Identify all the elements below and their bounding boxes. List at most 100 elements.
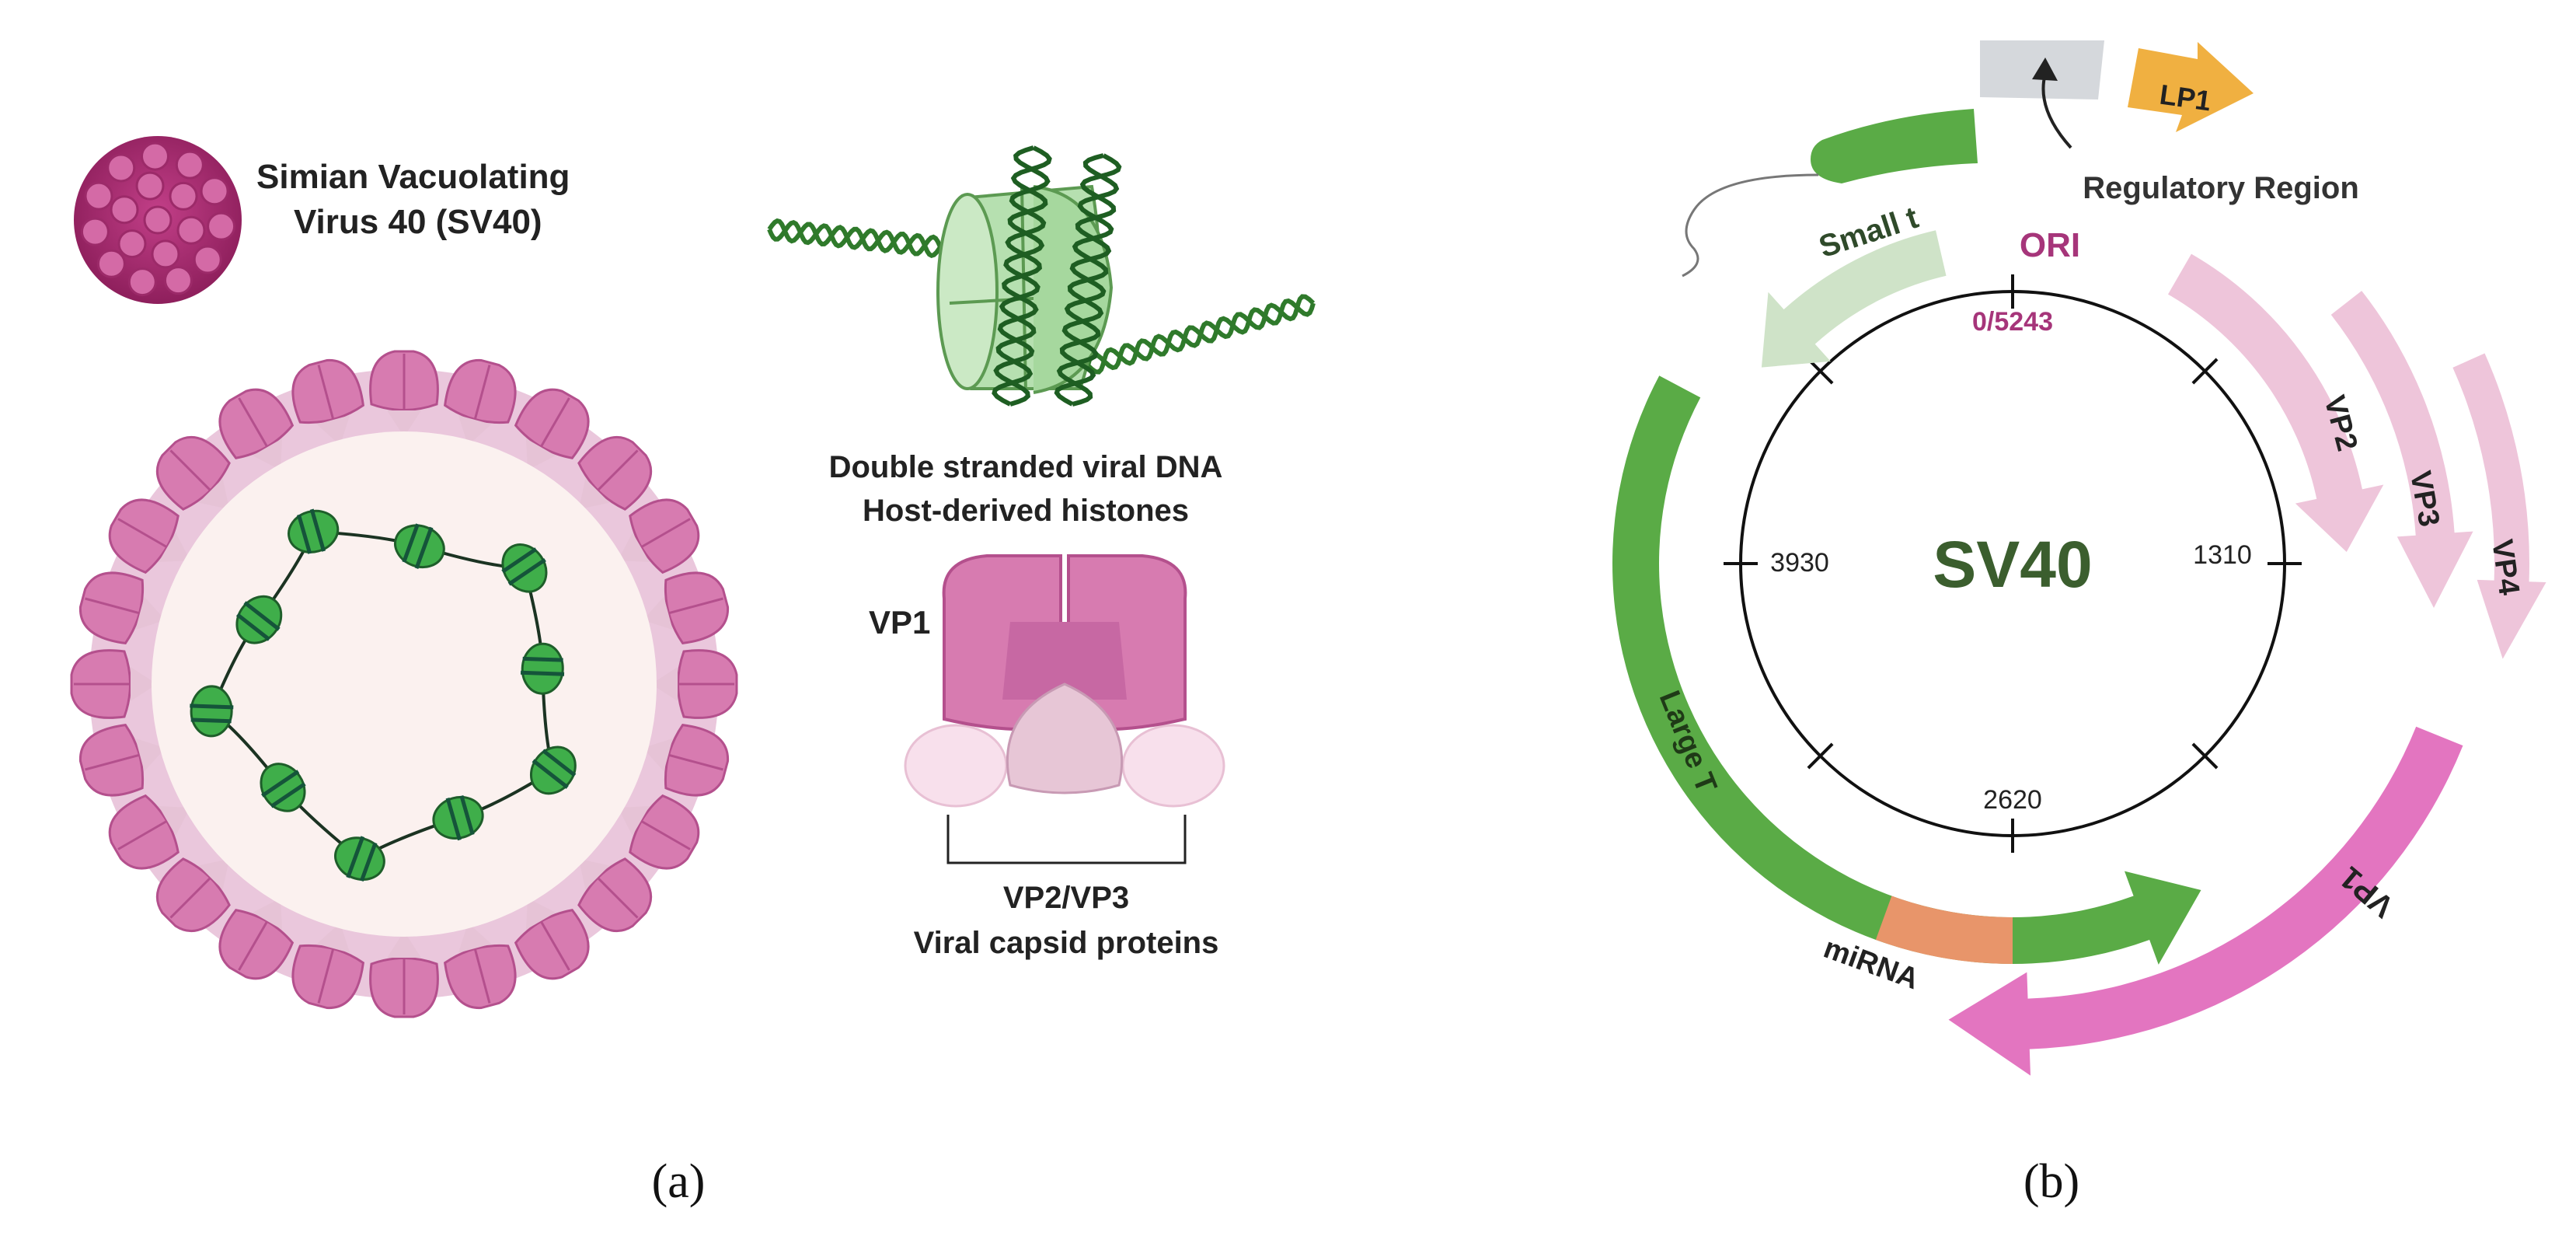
capsomer bbox=[291, 923, 364, 1010]
dna-strand bbox=[1086, 298, 1316, 371]
capsomer bbox=[514, 388, 590, 470]
virus-capsomer bbox=[200, 176, 229, 206]
capsomer bbox=[155, 435, 231, 511]
virus-capsomer bbox=[176, 215, 206, 245]
nucleosome bbox=[432, 794, 484, 841]
nucleosome bbox=[235, 595, 283, 644]
capsomer bbox=[514, 898, 590, 980]
dna-strand bbox=[992, 145, 1052, 407]
virus-capsomer bbox=[193, 245, 222, 274]
mirna-segment bbox=[1875, 896, 2013, 964]
caption-b: (b) bbox=[2024, 1155, 2079, 1208]
virus-capsomer bbox=[163, 266, 193, 295]
capsomer bbox=[651, 649, 738, 719]
tick-label-3930: 3930 bbox=[1770, 548, 1829, 578]
nucleosome bbox=[501, 543, 548, 593]
vp1-arrow bbox=[1948, 726, 2463, 1076]
nucleosome bbox=[260, 763, 306, 812]
genome-ticks bbox=[1724, 274, 2302, 853]
capsomer bbox=[155, 857, 231, 933]
virus-capsomer bbox=[175, 150, 204, 180]
large-t-upper-exon bbox=[1811, 109, 1978, 183]
capsomer bbox=[369, 931, 439, 1018]
large-t-arc bbox=[1612, 375, 2201, 965]
virus-capsomer bbox=[140, 141, 169, 171]
tick-label-0: 0/5243 bbox=[1972, 307, 2053, 337]
genome-tick bbox=[1807, 742, 1834, 770]
panel-a: Simian Vacuolating Virus 40 (SV40) Doubl… bbox=[70, 136, 1316, 1208]
virus-capsomer bbox=[96, 249, 126, 278]
small-t-arrow bbox=[1761, 230, 1947, 368]
nucleosome-detail bbox=[767, 145, 1316, 407]
ori-label: ORI bbox=[2020, 226, 2080, 264]
virus-particle-icon bbox=[74, 136, 242, 304]
vp23-label: VP2/VP3 bbox=[1003, 881, 1129, 915]
nucleosome bbox=[394, 523, 445, 569]
vp23-bracket bbox=[946, 815, 1187, 864]
virus-capsomer bbox=[169, 181, 198, 211]
virus-capsomer bbox=[84, 181, 113, 211]
capsomer bbox=[618, 498, 700, 574]
capsid-inner-cavity bbox=[152, 431, 657, 937]
capsomer bbox=[108, 794, 190, 870]
capsomer bbox=[643, 724, 730, 797]
virus-capsomer bbox=[110, 195, 139, 225]
vp3-arrow bbox=[2330, 291, 2473, 608]
caption-a: (a) bbox=[652, 1155, 706, 1208]
virus-title-line1: Simian Vacuolating bbox=[256, 158, 570, 196]
vp1-label: VP1 bbox=[869, 604, 930, 641]
tick-label-1310: 1310 bbox=[2193, 540, 2252, 570]
virus-capsomer bbox=[135, 171, 165, 201]
capsid-cross-section bbox=[70, 350, 738, 1018]
vp4-label: VP4 bbox=[2485, 537, 2525, 597]
nucleosome bbox=[334, 836, 385, 882]
regulatory-pointer-head bbox=[2032, 58, 2058, 81]
capsomer bbox=[444, 358, 517, 445]
nucleosome bbox=[288, 508, 340, 554]
dna-label-line2: Host-derived histones bbox=[863, 494, 1189, 528]
dna-strand bbox=[1054, 153, 1122, 407]
capsomer bbox=[369, 350, 439, 437]
capsomer bbox=[577, 435, 653, 511]
dna-label-line1: Double stranded viral DNA bbox=[829, 450, 1223, 484]
genome-center-label: SV40 bbox=[1933, 528, 2093, 601]
capsomer bbox=[643, 571, 730, 644]
virus-capsomer bbox=[207, 211, 236, 241]
capsomer bbox=[577, 857, 653, 933]
lp1-arrow bbox=[2128, 42, 2254, 132]
capsomer bbox=[70, 649, 157, 719]
capsomer bbox=[618, 794, 700, 870]
panel-b: 0/5243 1310 2620 3930 SV40 ORI LP1 Regul… bbox=[1612, 40, 2546, 1208]
nucleosome bbox=[520, 642, 565, 695]
vp1-protein-illustration bbox=[904, 554, 1225, 808]
virus-capsomer bbox=[80, 217, 110, 246]
regulatory-pointer-arrow bbox=[2041, 73, 2072, 149]
capsomer bbox=[108, 498, 190, 574]
splice-connector bbox=[1682, 173, 1819, 278]
tick-label-2620: 2620 bbox=[1983, 785, 2042, 815]
virus-title-line2: Virus 40 (SV40) bbox=[294, 203, 542, 241]
capsomer bbox=[218, 388, 295, 470]
capsomer bbox=[291, 358, 364, 445]
virus-capsomer bbox=[117, 229, 147, 259]
vp2-arrow bbox=[2168, 253, 2384, 552]
genome-tick bbox=[2191, 358, 2219, 385]
virus-capsomer bbox=[143, 205, 173, 235]
histone-octamer bbox=[936, 184, 1114, 394]
vp4-arrow bbox=[2452, 353, 2546, 659]
genome-tick bbox=[1807, 358, 1834, 385]
regulatory-region-label: Regulatory Region bbox=[2083, 171, 2359, 205]
dna-strand bbox=[767, 218, 958, 260]
nucleosome bbox=[529, 745, 577, 795]
lp1-label: LP1 bbox=[2158, 79, 2213, 117]
nucleosome bbox=[190, 685, 234, 738]
capsomer bbox=[78, 724, 166, 797]
capsomer bbox=[444, 923, 517, 1010]
virus-capsomer bbox=[127, 267, 157, 297]
capsid-proteins-label: Viral capsid proteins bbox=[914, 926, 1219, 960]
virus-capsomer bbox=[106, 153, 136, 183]
virus-capsomer bbox=[151, 239, 180, 269]
capsomer bbox=[218, 898, 295, 980]
genome-tick bbox=[2191, 742, 2219, 770]
